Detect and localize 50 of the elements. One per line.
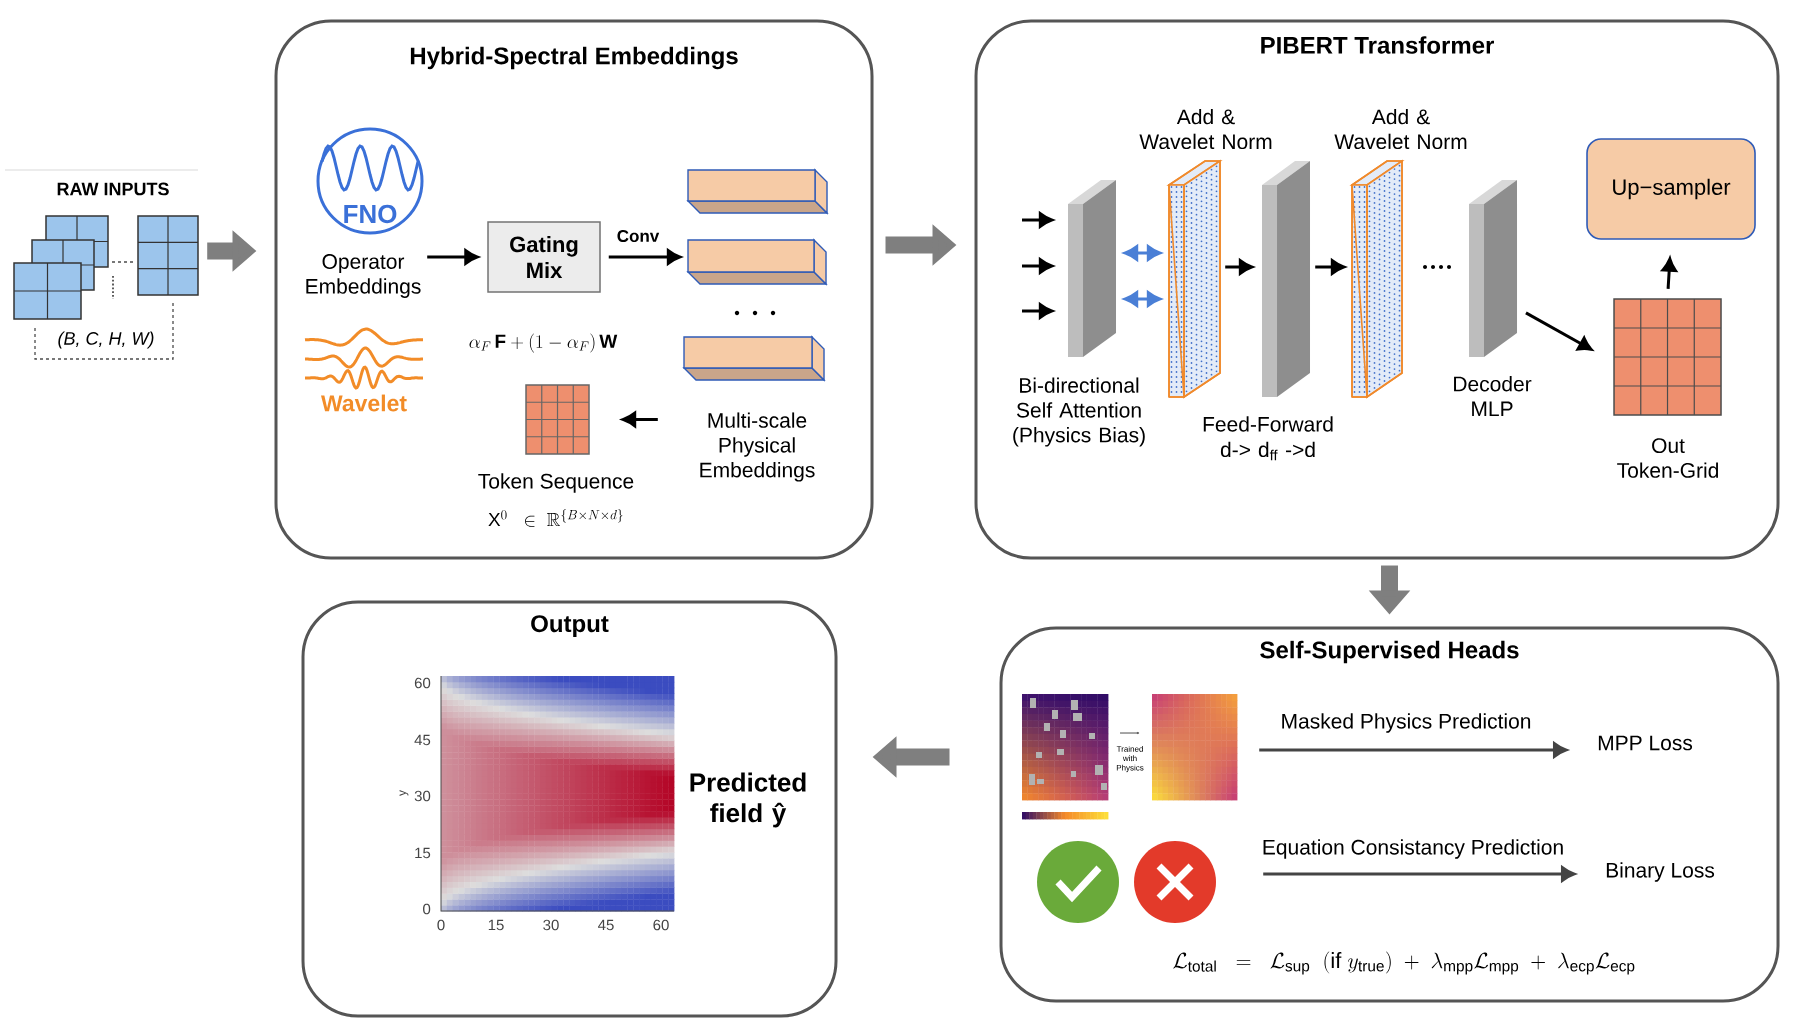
node-label: Wavelet <box>321 394 407 412</box>
arrow <box>427 249 479 265</box>
arrow <box>1022 258 1053 274</box>
node-label: Operator Embeddings <box>306 254 421 298</box>
node-label: Multi-scale Physical Embeddings <box>700 412 815 482</box>
node-label: Feed-Forward <box>1203 416 1333 432</box>
tick-label: 60 <box>414 677 431 689</box>
arrow <box>1661 257 1677 289</box>
tick-label: 30 <box>543 919 559 931</box>
arrow <box>1124 245 1161 261</box>
arrow <box>1263 866 1576 882</box>
arrow <box>1022 303 1053 319</box>
node-label: d-> d$_{ff}$ ->d <box>1220 441 1315 461</box>
loss-label: Binary Loss <box>1606 862 1715 882</box>
process-box: Gating Mix <box>487 221 601 293</box>
arrow <box>1259 742 1568 758</box>
edge-label: Masked Physics Prediction <box>1278 711 1534 735</box>
tick-label: 15 <box>415 847 431 859</box>
arrow <box>1022 212 1053 228</box>
node-label: Token Sequence <box>478 473 634 493</box>
edge-label: Conv <box>614 228 662 244</box>
caption: Trained with Physics <box>1116 745 1144 773</box>
tick-label: 0 <box>437 919 445 931</box>
node-label: Add & Wavelet Norm <box>1334 108 1467 150</box>
process-box: Up−sampler <box>1586 138 1756 240</box>
formula: $\alpha_F\,\mathbf{F} + (1-\alpha_F)\,\mathbf{W}$ <box>469 333 618 353</box>
node-label: Bi-directional Self Attention (Physics Bias) <box>1013 377 1145 447</box>
tick-label: 30 <box>414 790 431 802</box>
arrow <box>1124 291 1161 307</box>
loss-label: MPP Loss <box>1598 735 1693 751</box>
loss-formula: $\mathcal{L}_{\mathrm{total}} \;\;=\;\; \mathcal{L}_{\mathrm{sup}} \;\; (\mathrm{if}\ y_{\mathrm{true}}) \;+\; \lambda_{\mathrm{mpp}}\mathcal{L}_{\mathrm{mpp}} \;+\; \lambda_{\mathrm{ecp}}\mathcal{L}_{\mathrm{ecp}}$ <box>1173 951 1635 975</box>
formula: $\mathrm{X}^{0} \;\;\in\; \mathbb{R}^{\{B\times N\times d\}}$ <box>488 509 623 527</box>
edge-label: Equation Consistancy Prediction <box>1259 837 1567 861</box>
node-label: Add & Wavelet Norm <box>1139 108 1272 150</box>
arrow <box>1225 259 1253 275</box>
tick-label: 45 <box>414 734 431 746</box>
masked-field-drawing <box>1022 694 1238 820</box>
tick-label: 45 <box>598 919 614 931</box>
tick-label: 60 <box>653 919 669 931</box>
arrow <box>608 249 681 265</box>
axis-label: y <box>399 790 409 796</box>
node-label: Out Token-Grid <box>1617 438 1718 478</box>
node-label: Predicted field ŷ <box>690 772 806 828</box>
tick-label: 15 <box>488 919 504 931</box>
node-label: Decoder MLP <box>1454 376 1532 416</box>
heading: RAW INPUTS <box>57 182 169 196</box>
tick-label: 0 <box>423 903 431 915</box>
shape-label: (B, C, H, W) <box>58 331 154 349</box>
arrow <box>1315 259 1345 275</box>
arrow <box>1525 311 1593 351</box>
